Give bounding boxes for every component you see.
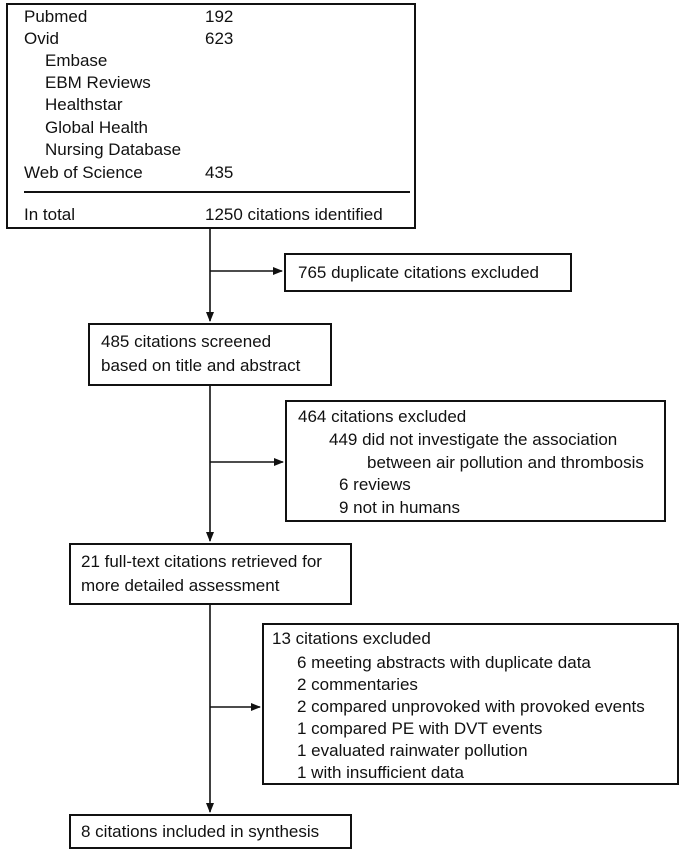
sources-divider [24,191,410,193]
excluded-screen-reason-1: 449 did not investigate the association [329,430,618,449]
excluded-fulltext-reason-6: 1 with insufficient data [297,763,464,782]
fulltext-box: 21 full-text citations retrieved for mor… [69,543,352,605]
excluded-fulltext-box: 13 citations excluded 6 meeting abstract… [262,623,679,785]
excluded-fulltext-reason-1: 6 meeting abstracts with duplicate data [297,653,591,672]
sources-box: Pubmed 192 Ovid 623 Embase EBM Reviews H… [6,3,416,229]
duplicates-text: 765 duplicate citations excluded [298,263,539,282]
excluded-fulltext-reason-4: 1 compared PE with DVT events [297,719,543,738]
excluded-fulltext-reason-2: 2 commentaries [297,675,418,694]
duplicates-box: 765 duplicate citations excluded [284,253,572,292]
source-web-of-science-name: Web of Science [24,163,143,182]
source-pubmed-count: 192 [205,7,234,26]
source-embase: Embase [45,51,108,70]
source-nursing-database: Nursing Database [45,140,182,159]
included-box: 8 citations included in synthesis [69,814,352,849]
excluded-screen-reason-2: 6 reviews [339,475,411,494]
included-text: 8 citations included in synthesis [81,822,320,841]
excluded-screen-head: 464 citations excluded [298,407,467,426]
source-ebm-reviews: EBM Reviews [45,73,151,92]
source-ovid-count: 623 [205,29,234,48]
source-pubmed-name: Pubmed [24,7,88,26]
screened-line-1: 485 citations screened [101,332,272,351]
source-web-of-science-count: 435 [205,163,234,182]
excluded-fulltext-reason-5: 1 evaluated rainwater pollution [297,741,528,760]
excluded-screen-reason-1-cont: between air pollution and thrombosis [367,453,644,472]
source-healthstar: Healthstar [45,95,123,114]
total-value: 1250 citations identified [205,205,383,224]
fulltext-line-1: 21 full-text citations retrieved for [81,552,322,571]
excluded-fulltext-reason-3: 2 compared unprovoked with provoked even… [297,697,645,716]
fulltext-line-2: more detailed assessment [81,576,280,595]
excluded-screen-box: 464 citations excluded 449 did not inves… [285,400,666,522]
total-label: In total [24,205,76,224]
excluded-screen-reason-3: 9 not in humans [339,498,460,517]
source-global-health: Global Health [45,118,149,137]
screened-line-2: based on title and abstract [101,356,301,375]
screened-box: 485 citations screened based on title an… [88,323,332,386]
excluded-fulltext-head: 13 citations excluded [272,629,431,648]
source-ovid-name: Ovid [24,29,59,48]
